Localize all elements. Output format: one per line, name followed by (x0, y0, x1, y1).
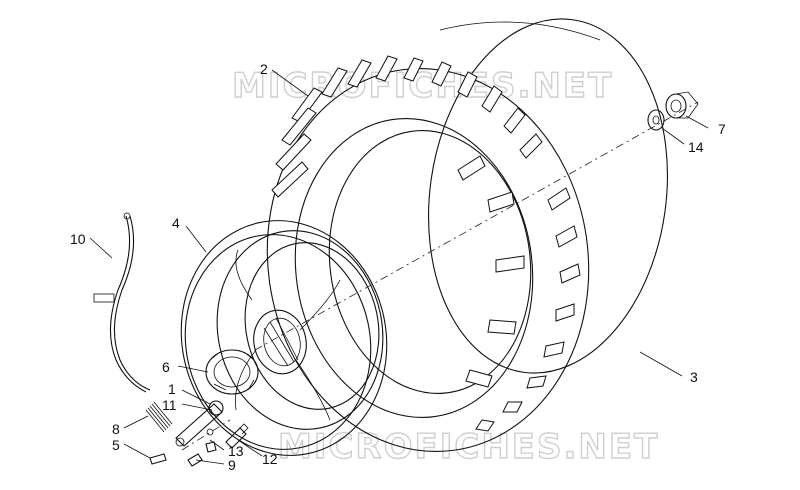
watermark-bottom: MICROFICHES.NET (278, 427, 659, 467)
callout-6: 6 (162, 359, 170, 375)
callout-2: 2 (260, 61, 268, 77)
callout-11: 11 (162, 397, 177, 413)
spring-part (145, 401, 173, 433)
callout-5: 5 (112, 437, 120, 453)
callout-14: 14 (688, 139, 704, 155)
watermark-top: MICROFICHES.NET (232, 66, 613, 106)
brake-shoe-part (205, 349, 259, 395)
callout-7: 7 (718, 121, 726, 137)
callout-9: 9 (228, 457, 236, 473)
pin-part (149, 453, 167, 465)
callout-12: 12 (262, 451, 278, 467)
callout-4: 4 (172, 215, 180, 231)
bolt-part (187, 428, 217, 467)
callout-8: 8 (112, 421, 120, 437)
brake-lever-part (175, 400, 224, 447)
callout-3: 3 (690, 369, 698, 385)
screw-part (225, 423, 249, 449)
brake-disc-part (428, 18, 668, 374)
brake-cable-part (93, 212, 151, 393)
tread-pattern (271, 55, 581, 432)
center-axis-line (254, 101, 699, 351)
callout-labels: 2 3 4 7 14 10 6 1 11 8 5 13 9 12 (70, 61, 726, 473)
washer-part (647, 109, 665, 131)
callout-13: 13 (228, 443, 244, 459)
axle-nut-part (665, 91, 699, 119)
callout-10: 10 (70, 231, 86, 247)
callout-1: 1 (168, 381, 176, 397)
leader-lines (89, 69, 709, 465)
wheel-rim-part (180, 220, 388, 456)
tire-part (266, 55, 590, 452)
